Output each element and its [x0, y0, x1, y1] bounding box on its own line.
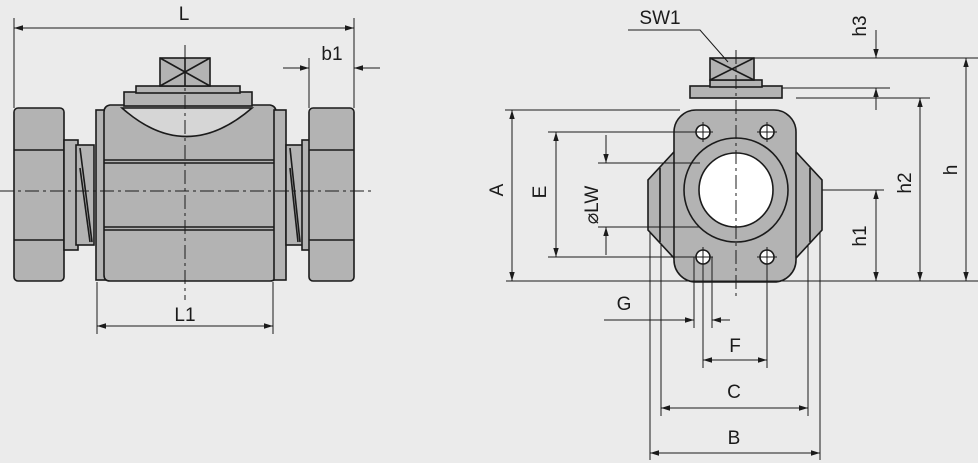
top-mounting-pad: [123, 91, 253, 107]
dimension-L1-label: L1: [174, 305, 195, 326]
dimension-SW1-label: SW1: [639, 8, 680, 29]
right-union-nut: [308, 107, 355, 282]
dimension-B-label: B: [728, 428, 741, 449]
dimension-b1-label: b1: [321, 44, 342, 65]
dimension-h2-label: h2: [895, 172, 916, 193]
end-view: SW1 h3 h1 h2 h A E ⌀LW: [487, 8, 978, 460]
end-view-bore: [698, 152, 774, 228]
right-end-connector: [273, 109, 287, 281]
dimension-h-label: h: [941, 165, 962, 176]
dimension-h1-label: h1: [850, 225, 871, 246]
dimension-E-label: E: [530, 186, 551, 199]
left-threaded-insert: [75, 144, 95, 246]
dimension-C-label: C: [727, 382, 741, 403]
dimension-h3-label: h3: [850, 15, 871, 36]
left-union-nut: [13, 107, 65, 282]
dimension-G-label: G: [617, 294, 632, 315]
dimension-L-label: L: [179, 4, 190, 25]
dimension-LW-label: ⌀LW: [582, 186, 603, 225]
dimension-F-label: F: [729, 336, 741, 357]
dimension-A-label: A: [487, 183, 508, 196]
side-view: L b1 L1: [0, 4, 380, 334]
